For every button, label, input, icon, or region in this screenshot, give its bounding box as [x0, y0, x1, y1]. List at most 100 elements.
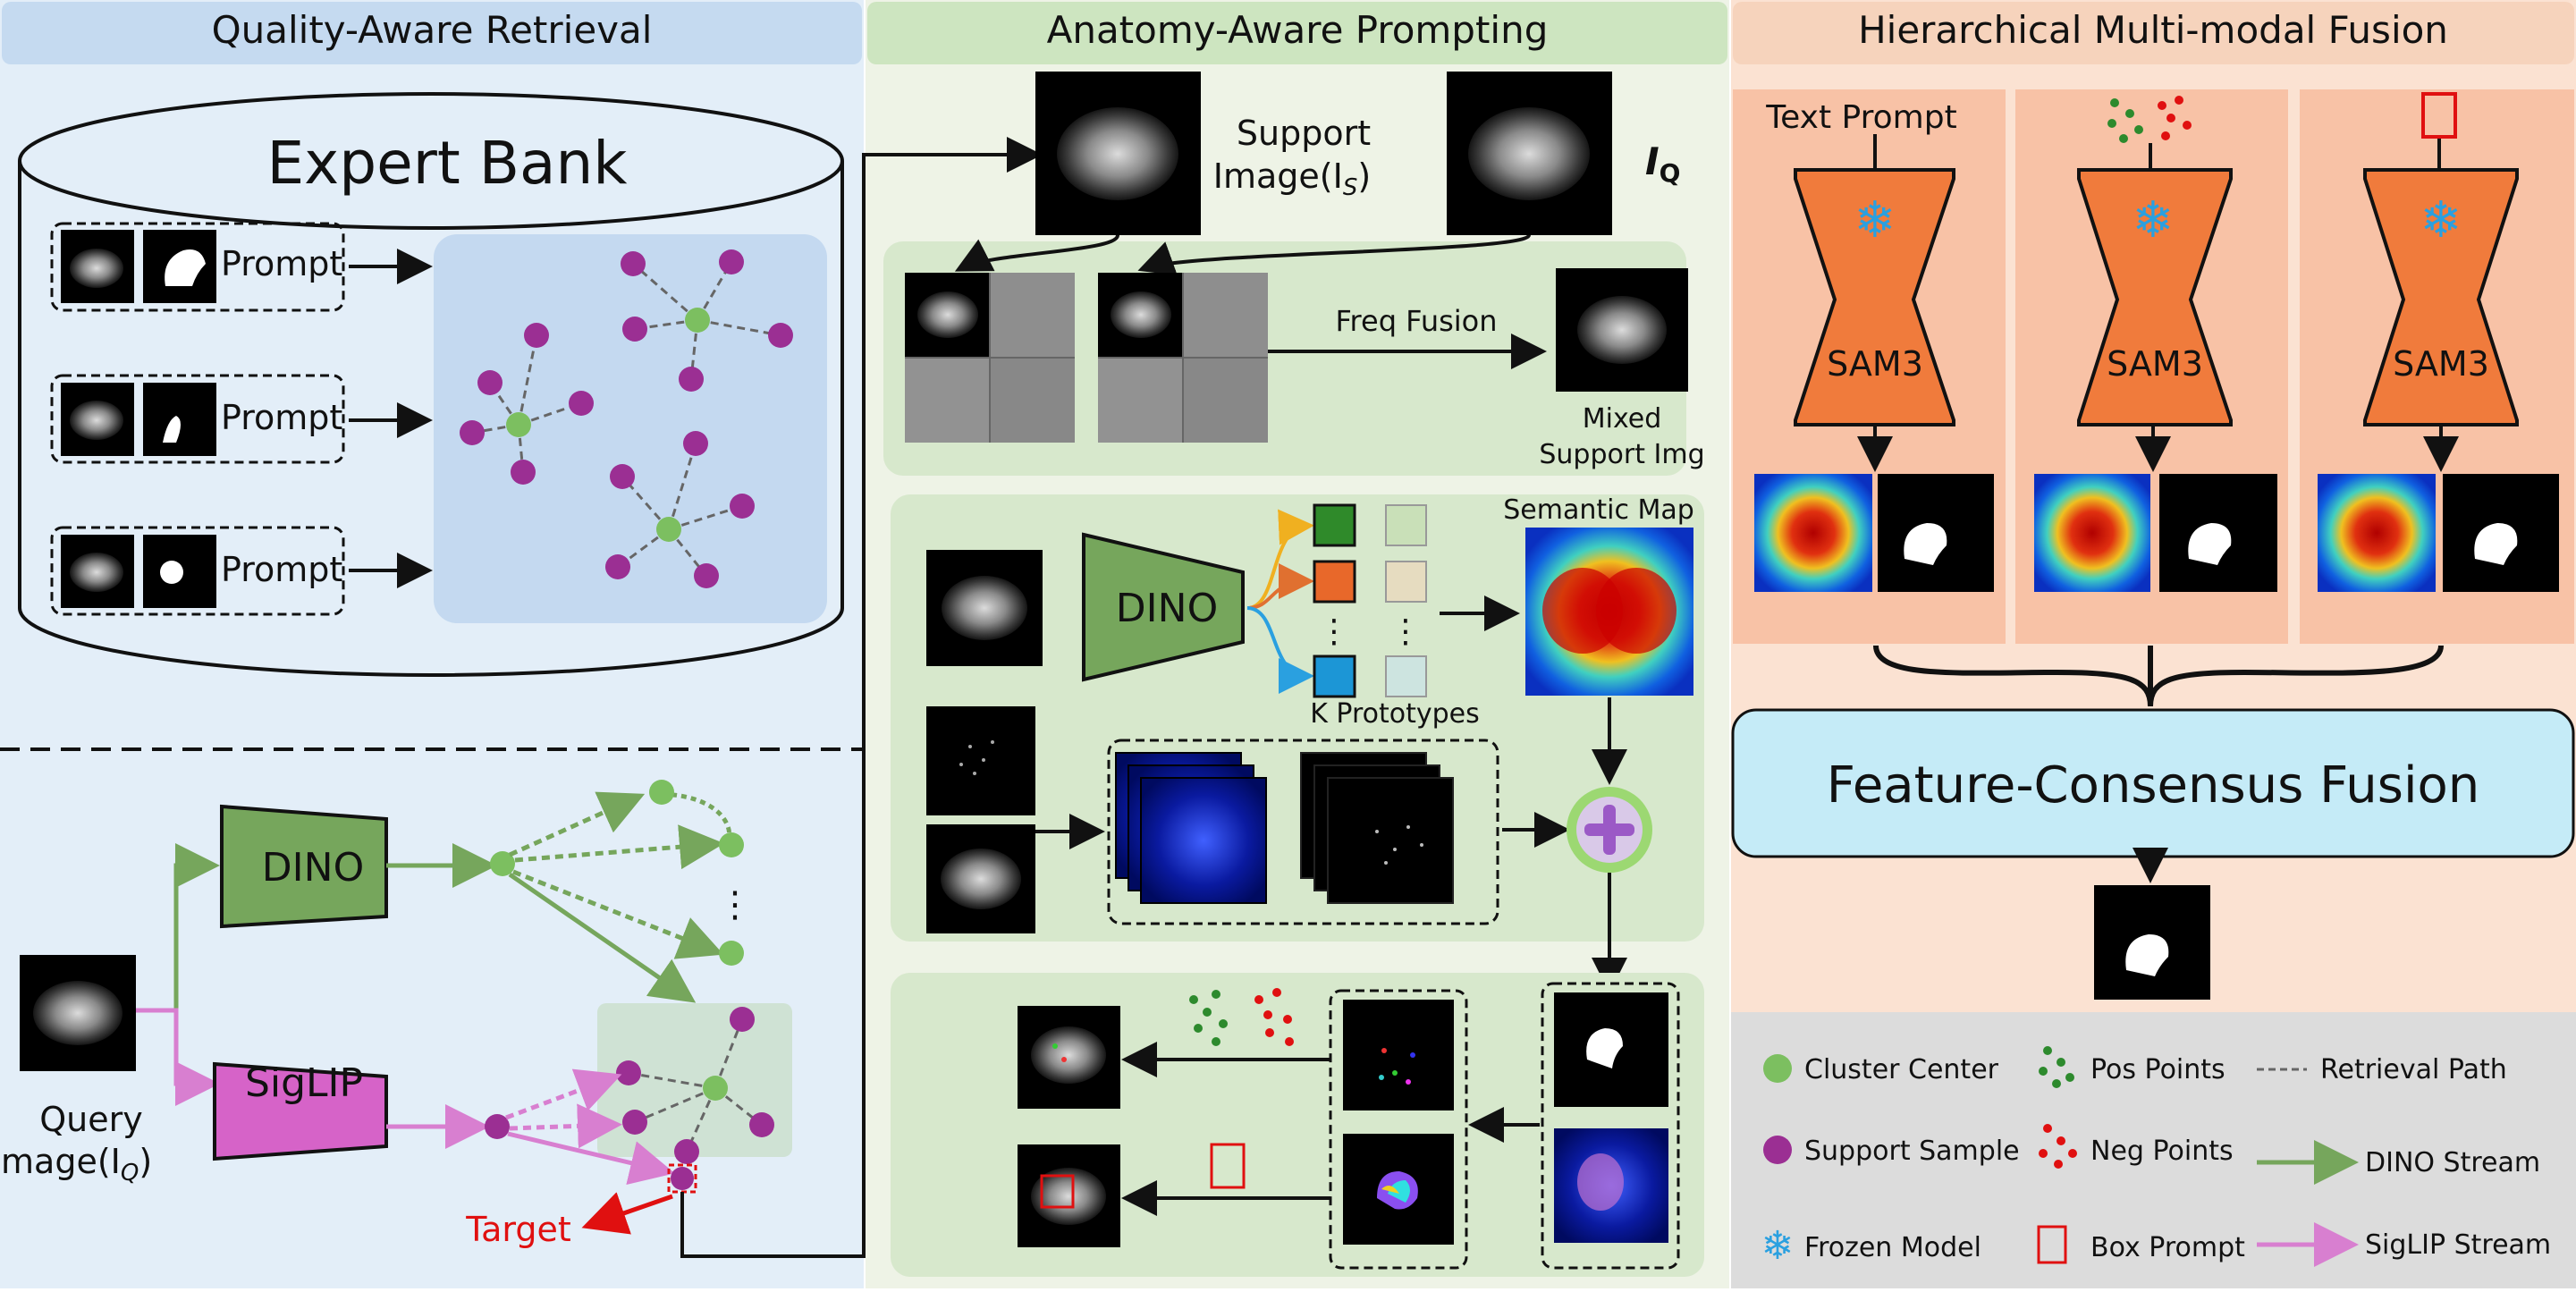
siglip-encoder	[213, 1061, 388, 1161]
feature-stack	[1107, 739, 1499, 925]
ct-thumbnail	[70, 553, 123, 592]
mixed-label-1: Mixed	[1583, 403, 1662, 435]
semantic-map-label: Semantic Map	[1503, 494, 1694, 526]
frozen-icon: ❄	[1854, 191, 1896, 249]
neg-points-prompt	[2158, 96, 2192, 140]
ct-thumbnail	[70, 249, 123, 288]
middle-prompts	[891, 973, 1704, 1277]
siglip-stream-branch	[136, 1008, 220, 1106]
support-samples	[460, 249, 793, 588]
freq-fusion-area	[883, 241, 1686, 476]
prompt-row-1: Prompt	[50, 222, 433, 312]
target-node	[671, 1167, 694, 1190]
retrieval-stage: Query Image(IQ) DINO ⋮ SigLIP	[0, 137, 1043, 1258]
sam-label-3: SAM3	[2393, 344, 2489, 384]
legend-dino-stream: DINO Stream	[2365, 1147, 2540, 1178]
prompt-label: Prompt	[221, 550, 342, 589]
dino-match-arrow	[508, 872, 697, 1003]
sam-label-2: SAM3	[2107, 344, 2203, 384]
query-ct	[33, 981, 122, 1045]
frozen-model-icon: ❄	[1761, 1223, 1795, 1269]
dino-encoder	[220, 804, 388, 929]
middle-panel-header	[867, 2, 1727, 64]
middle-top: Support Image(IS) IQ Freq Fusion Mixed S…	[883, 72, 1705, 476]
query-label-2: Image(IQ)	[0, 1142, 152, 1186]
mask-2	[2188, 523, 2232, 565]
ct-thumbnail-2	[941, 849, 1021, 909]
legend-pos-points: Pos Points	[2090, 1054, 2225, 1085]
expert-bank: Expert Bank Prompt Prompt Prompt	[18, 92, 844, 677]
retrieval-to-prompting-arrow	[680, 137, 1043, 1258]
support-sample-icon	[1763, 1136, 1792, 1164]
prototype-orange	[1313, 560, 1356, 604]
text-prompt-label: Text Prompt	[1765, 99, 1956, 136]
ct-thumbnail	[70, 401, 123, 440]
prompt-label: Prompt	[221, 244, 342, 283]
sam-model-1	[1794, 168, 1955, 426]
support-thumbnail	[942, 576, 1027, 640]
middle-prototypes: DINO ⋮ ⋮ K Prototypes Semantic Map	[891, 494, 1704, 993]
ellipsis: ⋮	[717, 884, 753, 925]
legend-bg	[1731, 1012, 2576, 1288]
prompt-row-2: Prompt	[50, 374, 433, 464]
legend-cluster-center: Cluster Center	[1804, 1054, 1999, 1085]
box-prompt-legend-icon	[2037, 1225, 2067, 1264]
siglip-query-node	[485, 1114, 510, 1139]
heatmap-3	[2318, 474, 2436, 592]
cluster-centers	[506, 308, 710, 542]
pos-points-legend-icon	[2039, 1046, 2074, 1088]
mask-thumbnail	[165, 249, 206, 286]
heatmap-2	[2034, 474, 2150, 592]
legend: Cluster Center Pos Points Retrieval Path…	[1731, 1012, 2576, 1288]
dino-label: DINO	[262, 845, 364, 891]
sam-label-1: SAM3	[1827, 344, 1923, 384]
mask-output	[1586, 1028, 1623, 1068]
mask-thumbnail	[160, 561, 183, 584]
ellipsis: ⋮	[1318, 613, 1350, 650]
sam-streams: Text Prompt ❄ SAM3 ❄ SAM3 ❄ SAM3	[1733, 89, 2574, 644]
point-ring	[1379, 1048, 1415, 1085]
query-label-1: Query	[39, 1100, 142, 1139]
box-prompt-icon	[1210, 1143, 1246, 1189]
prototype-blue	[1313, 654, 1356, 698]
legend-frozen-model: Frozen Model	[1804, 1232, 1981, 1263]
neg-points-icon	[1254, 988, 1294, 1046]
prompt-label: Prompt	[221, 398, 342, 437]
box-overlay-image	[1031, 1168, 1106, 1225]
cluster-area	[434, 234, 827, 623]
legend-box-prompt: Box Prompt	[2090, 1232, 2245, 1263]
wavelet-decomposition-support	[905, 273, 1075, 443]
dino-middle-label: DINO	[1116, 586, 1218, 631]
prompt-row-3: Prompt	[50, 526, 433, 616]
box-prompt	[2421, 92, 2457, 139]
sam-model-3	[2363, 168, 2519, 426]
k-prototypes-label: K Prototypes	[1310, 698, 1480, 730]
legend-siglip-stream: SigLIP Stream	[2365, 1229, 2551, 1261]
candidate-node	[719, 832, 744, 857]
mixed-label-2: Support Img	[1539, 439, 1704, 470]
iq-label: IQ	[1645, 139, 1680, 188]
candidate-node	[719, 941, 744, 966]
neg-points-legend-icon	[2039, 1124, 2077, 1169]
dino-retrieval-candidates	[508, 791, 732, 959]
right-panel-title: Hierarchical Multi-modal Fusion	[1858, 8, 2448, 52]
points-overlay-image	[1031, 1026, 1106, 1084]
point-thumbnail	[959, 740, 994, 775]
candidate-node	[649, 780, 674, 805]
right-panel-header	[1733, 2, 2574, 64]
expert-bank-title: Expert Bank	[266, 129, 628, 198]
siglip-label: SigLIP	[245, 1060, 363, 1106]
mask-3	[2474, 523, 2518, 565]
wavelet-decomposition-query	[1098, 273, 1268, 443]
left-panel-title: Quality-Aware Retrieval	[212, 8, 653, 52]
cluster-center-icon	[1763, 1054, 1792, 1083]
dino-query-node	[490, 851, 515, 876]
heatmap-1	[1754, 474, 1872, 592]
pos-points-icon	[1189, 990, 1228, 1046]
frozen-icon: ❄	[2420, 191, 2462, 249]
prototype-green	[1313, 503, 1356, 547]
mask-thumbnail	[163, 416, 181, 443]
sam-model-2	[2077, 168, 2233, 426]
